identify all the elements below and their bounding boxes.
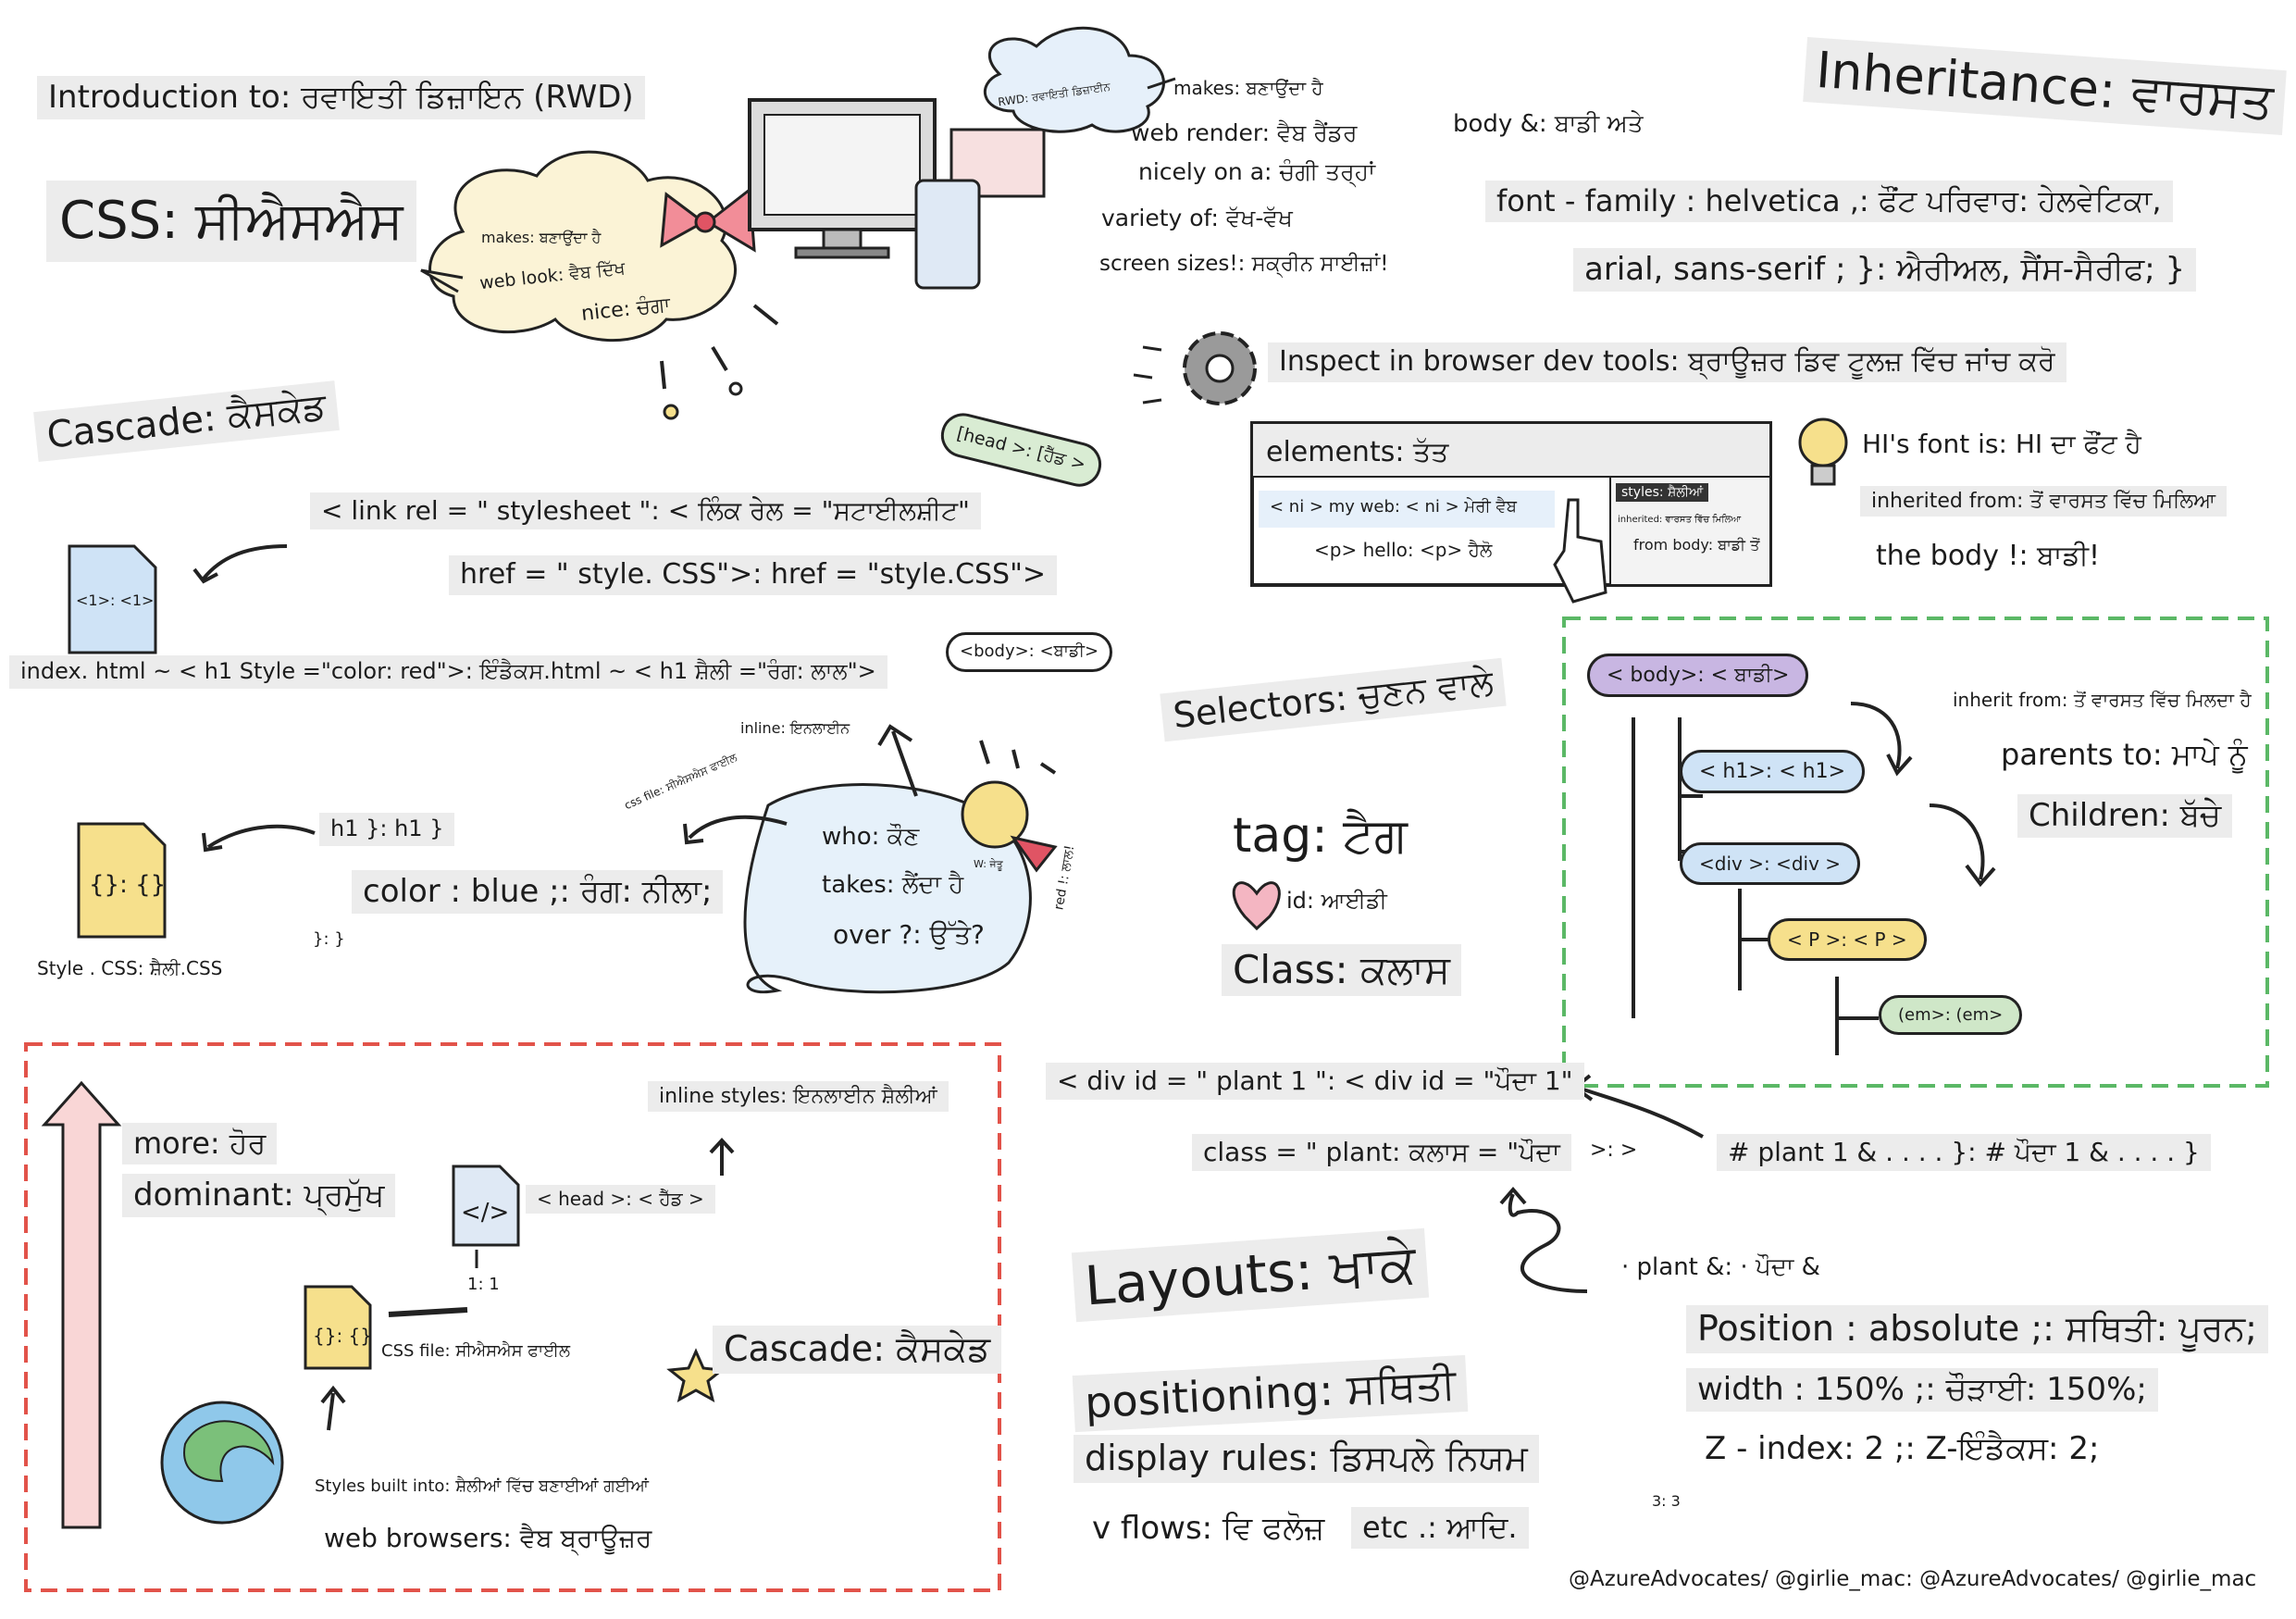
who-label: who: ਕੌਣ xyxy=(822,823,920,851)
arrow-to-file-blue xyxy=(192,544,288,584)
rwd-nicely: nicely on a: ਚੰਗੀ ਤਰ੍ਹਾਂ xyxy=(1138,158,1376,185)
the-body-label: the body !: ਬਾਡੀ! xyxy=(1865,537,2112,577)
ratio-small: 3: 3 xyxy=(1652,1492,1681,1510)
file-css-label: {}: {} xyxy=(89,871,167,899)
inherited-small: inherited: ਵਾਰਸਤ ਵਿੱਚ ਮਿਲਿਆ xyxy=(1618,515,1742,525)
p-line: <p> hello: <p> ਹੈਲੋ xyxy=(1314,539,1493,561)
inspect-line: Inspect in browser dev tools: ਬ੍ਰਾਊਜ਼ਰ ਡ… xyxy=(1268,342,2066,382)
tag-label: tag: ਟੈਗ xyxy=(1222,805,1419,868)
speech-cloud-right xyxy=(983,26,1165,133)
speech-cloud-left xyxy=(428,150,737,342)
over-label: over ?: ਉੱਤੇ? xyxy=(833,919,985,950)
arial-line: arial, sans-serif ; }: ਐਰੀਅਲ, ਸੈਂਸ-ਸੈਰੀਫ… xyxy=(1573,248,2197,293)
ratio-label: 1: 1 xyxy=(467,1275,500,1294)
div-id-line: < div id = " plant 1 ": < div id = "ਪੌਦਾ… xyxy=(1046,1063,1584,1101)
href-line: href = " style. CSS">: href = "style.CSS… xyxy=(449,555,1058,595)
class-plant-line: class = " plant: ਕਲਾਸ = "ਪੌਦਾ xyxy=(1192,1134,1571,1172)
class-label: Class: ਕਲਾਸ xyxy=(1222,944,1462,997)
display-label: display rules: ਡਿਸਪਲੇ ਨਿਯਮ xyxy=(1074,1435,1539,1483)
h1-rule: h1 }: h1 } xyxy=(319,813,455,846)
index-line: index. html ~ < h1 Style ="color: red">:… xyxy=(9,655,887,689)
flows-label: v flows: ਵਿ ਫਲੋਜ਼ xyxy=(1081,1507,1336,1551)
arrow-up-inline xyxy=(877,724,918,797)
from-body-label: from body: ਬਾਡੀ ਤੋਂ xyxy=(1633,536,1760,554)
inline-styles-label: inline styles: ਇਨਲਾਈਨ ਸ਼ੈਲੀਆਂ xyxy=(648,1081,949,1113)
close-rule: }: } xyxy=(313,929,345,949)
children-label: Children: ਬੱਚੇ xyxy=(2017,794,2232,839)
lightbulb-icon xyxy=(1798,417,1848,467)
plant-amp: · plant &: · ਪੌਦਾ & xyxy=(1621,1253,1820,1281)
body-amp: body &: ਬਾਡੀ ਅਤੇ xyxy=(1453,110,1644,138)
inherit-from-label: inherit from: ਤੋਂ ਵਾਰਸਤ ਵਿੱਚ ਮਿਲਦਾ ਹੈ xyxy=(1953,689,2252,711)
elements-label: elements: ਤੱਤ xyxy=(1266,436,1449,468)
zindex-rule: Z - index: 2 ;: Z-ਇੰਡੈਕਸ: 2; xyxy=(1694,1427,2111,1472)
styles-label: styles: ਸ਼ੈਲੀਆਂ xyxy=(1616,483,1709,503)
etc-label: etc .: ਆਦਿ. xyxy=(1351,1507,1529,1549)
parents-label: parents to: ਮਾਪੇ ਨੂੰ xyxy=(1990,734,2259,776)
width-rule: width : 150% ;: ਚੌੜਾਈ: 150%; xyxy=(1686,1368,2158,1413)
body-bubble: <body>: <ਬਾਡੀ> xyxy=(946,632,1113,672)
rwd-web-render: web render: ਵੈਬ ਰੈਂਡਰ xyxy=(1131,119,1358,146)
tree-node-p: < P >: < P > xyxy=(1768,918,1927,961)
rwd-variety: variety of: ਵੱਖ-ਵੱਖ xyxy=(1101,205,1293,231)
link-rel-line: < link rel = " stylesheet ": < ਲਿੰਕ ਰੇਲ … xyxy=(310,492,981,530)
file-icon-blue xyxy=(68,544,157,654)
intro-title: Introduction to: ਰਵਾਇਤੀ ਡਿਜ਼ਾਇਨ (RWD) xyxy=(37,76,645,120)
file-h1-label: <1>: <1> xyxy=(76,592,155,609)
curly-arrow xyxy=(1499,1186,1588,1293)
heart-icon xyxy=(1232,881,1281,931)
ni-line: < ni > my web: < ni > ਮੇਰੀ ਵੈਬ xyxy=(1270,497,1518,517)
rwd-makes: makes: ਬਣਾਉਂਦਾ ਹੈ xyxy=(1173,77,1323,99)
cloud-makes: makes: ਬਣਾਉਂਦਾ ਹੈ xyxy=(481,229,602,246)
css-file-label: CSS file: ਸੀਐਸਐਸ ਫਾਈਲ xyxy=(381,1341,571,1361)
file-icon-html xyxy=(452,1164,520,1247)
plant-rule: # plant 1 & . . . . }: # ਪੌਦਾ 1 & . . . … xyxy=(1717,1134,2211,1172)
inline-label: inline: ਇਨਲਾਈਨ xyxy=(740,719,850,737)
id-label: id: ਆਈਡੀ xyxy=(1286,888,1387,914)
dominance-box xyxy=(24,1042,1001,1592)
html-tag-icon: </> xyxy=(461,1199,510,1227)
position-rule: Position : absolute ;: ਸਥਿਤੀ: ਪੂਰਨ; xyxy=(1686,1305,2268,1353)
tree-node-div: <div >: <div > xyxy=(1680,842,1861,885)
credit: @AzureAdvocates/ @girlie_mac: @AzureAdvo… xyxy=(1569,1567,2257,1591)
built-into-label: Styles built into: ਸ਼ੈਲੀਆਂ ਵਿੱਚ ਬਣਾਈਆਂ ਗ… xyxy=(315,1476,650,1496)
arrow-left-cssfile xyxy=(683,815,788,845)
cursor-hand-icon xyxy=(1553,498,1607,604)
inherited-from-label: inherited from: ਤੋਂ ਵਾਰਸਤ ਵਿੱਚ ਮਿਲਿਆ xyxy=(1860,486,2228,517)
file-icon-css-small xyxy=(304,1285,372,1370)
dominant-label: dominant: ਪ੍ਰਮੁੱਖ xyxy=(122,1174,396,1218)
color-rule: color : blue ;: ਰੰਗ: ਨੀਲਾ; xyxy=(352,870,724,915)
winner-label: W: ਜੇਤੂ xyxy=(974,858,1003,870)
css-heading: CSS: ਸੀਐਸਐਸ xyxy=(46,181,416,263)
big-up-arrow xyxy=(41,1080,122,1529)
arrow-to-file-yellow xyxy=(202,824,316,853)
medal-icon xyxy=(961,780,1029,849)
rwd-screens: screen sizes!: ਸਕ੍ਰੀਨ ਸਾਈਜ਼ਾਂ! xyxy=(1099,252,1389,276)
gt-label: >: > xyxy=(1590,1139,1638,1162)
his-font-label: HI's font is: HI ਦਾ ਫੌਂਟ ਹੈ xyxy=(1851,426,2153,464)
font-family-line: font - family : helvetica ,: ਫੌਂਟ ਪਰਿਵਾਰ… xyxy=(1485,181,2173,222)
cascade-bottom-label: Cascade: ਕੈਸਕੇਡ xyxy=(713,1326,1002,1374)
file-css-small-label: {}: {} xyxy=(313,1325,372,1347)
takes-label: takes: ਲੈਂਦਾ ਹੈ xyxy=(822,871,964,899)
browsers-label: web browsers: ਵੈਬ ਬ੍ਰਾਊਜ਼ਰ xyxy=(324,1523,652,1553)
tree-node-h1: < h1>: < h1> xyxy=(1680,750,1866,793)
tree-box xyxy=(1562,616,2269,1088)
tree-node-body: < body>: < ਬਾਡੀ> xyxy=(1587,654,1809,697)
phone-icon xyxy=(914,179,981,290)
more-label: more: ਹੋਰ xyxy=(122,1123,278,1164)
who-bubble xyxy=(743,783,1032,994)
file-icon-yellow xyxy=(77,822,167,939)
tree-node-em: (em>: (em> xyxy=(1879,995,2023,1035)
style-css-label: Style . CSS: ਸ਼ੈਲੀ.CSS xyxy=(37,957,223,979)
head-tag-label: < head >: < ਹੈੱਡ > xyxy=(526,1185,715,1214)
